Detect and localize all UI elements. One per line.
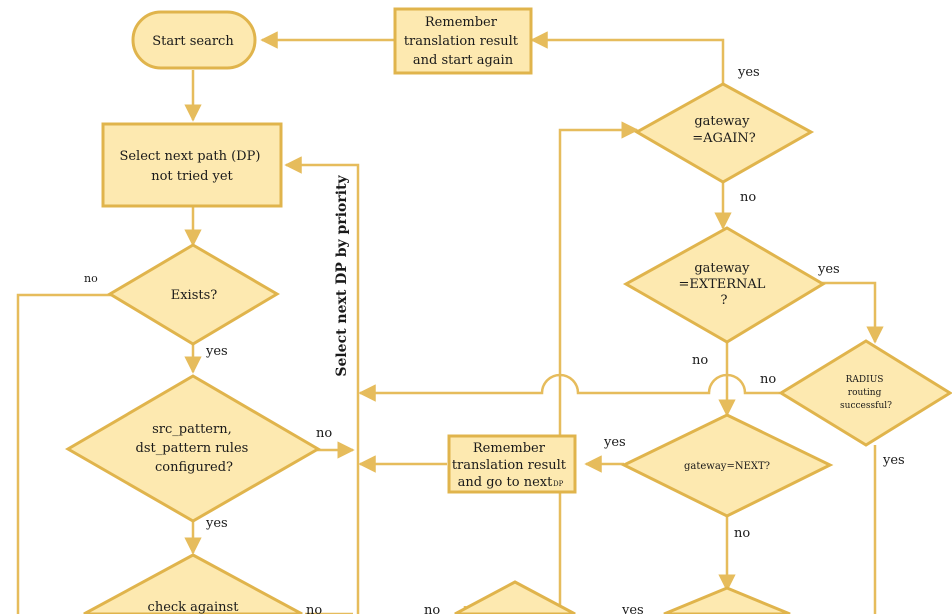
label-patterns-yes: yes <box>205 516 228 531</box>
label-gw-again-yes: yes <box>737 65 760 80</box>
start-search-label: Start search <box>152 34 234 49</box>
select-next-path-box <box>101 122 283 208</box>
gateway-next-label: gateway=NEXT? <box>684 461 770 472</box>
label-exists-no: no <box>84 272 98 285</box>
gateway-again-decision <box>633 82 815 184</box>
gateway-external-label: gateway =EXTERNAL ? <box>678 261 769 308</box>
exists-label: Exists? <box>171 288 218 303</box>
gateway-again-label: gateway =AGAIN? <box>692 114 756 146</box>
remember-go-next-box <box>447 434 577 494</box>
connector-gw-again-yes <box>530 31 725 84</box>
remember-start-again-box <box>393 7 533 75</box>
label-gw-next-no: no <box>734 526 750 541</box>
check-against-label: check against <box>148 600 240 614</box>
exists-decision <box>107 243 280 346</box>
label-radius-no: no <box>760 372 776 387</box>
label-bottom-yes: yes <box>621 603 644 614</box>
radius-routing-decision <box>778 339 952 447</box>
select-next-path-label: Select next path (DP) not tried yet <box>119 149 264 184</box>
patterns-configured-label: src_pattern, dst_pattern rules configure… <box>136 422 253 475</box>
gateway-next-decision <box>620 413 834 518</box>
connector-into-gw-again <box>558 121 639 614</box>
check-against-decision <box>83 553 303 614</box>
label-check-no: no <box>306 603 322 614</box>
radius-routing-label: RADIUS routing successful? <box>840 375 892 411</box>
bottom-right-decision-partial <box>663 586 791 614</box>
label-gw-external-yes: yes <box>817 262 840 277</box>
connector-dp-priority-loop <box>284 156 360 614</box>
remember-go-next-label: Remember translation result and go to ne… <box>452 441 570 490</box>
label-radius-yes: yes <box>882 453 905 468</box>
bottom-decision-partial <box>454 580 576 614</box>
connector-gw-external-yes <box>822 281 884 344</box>
connector-radius-no <box>358 373 780 402</box>
patterns-configured-decision <box>65 374 321 523</box>
label-gw-next-yes: yes <box>603 435 626 450</box>
gateway-external-decision <box>622 226 826 344</box>
select-next-dp-priority-label: Select next DP by priority <box>334 174 350 376</box>
connector-exists-no <box>16 293 112 614</box>
label-gw-external-no: no <box>692 353 708 368</box>
remember-go-next-tail: DP <box>553 480 564 488</box>
label-patterns-no: no <box>316 426 332 441</box>
label-exists-yes: yes <box>205 344 228 359</box>
label-gw-again-no: no <box>740 190 756 205</box>
remember-start-again-label: Remember translation result and start ag… <box>404 15 522 68</box>
label-bottom-no: no <box>424 603 440 614</box>
start-search-terminal <box>131 10 257 70</box>
